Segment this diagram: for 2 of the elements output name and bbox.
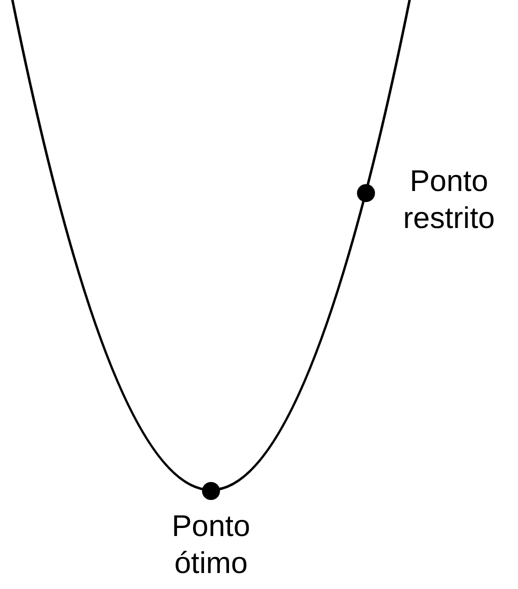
point-label: Ponto restrito (402, 164, 496, 238)
point-label: Ponto ótimo (170, 509, 252, 582)
